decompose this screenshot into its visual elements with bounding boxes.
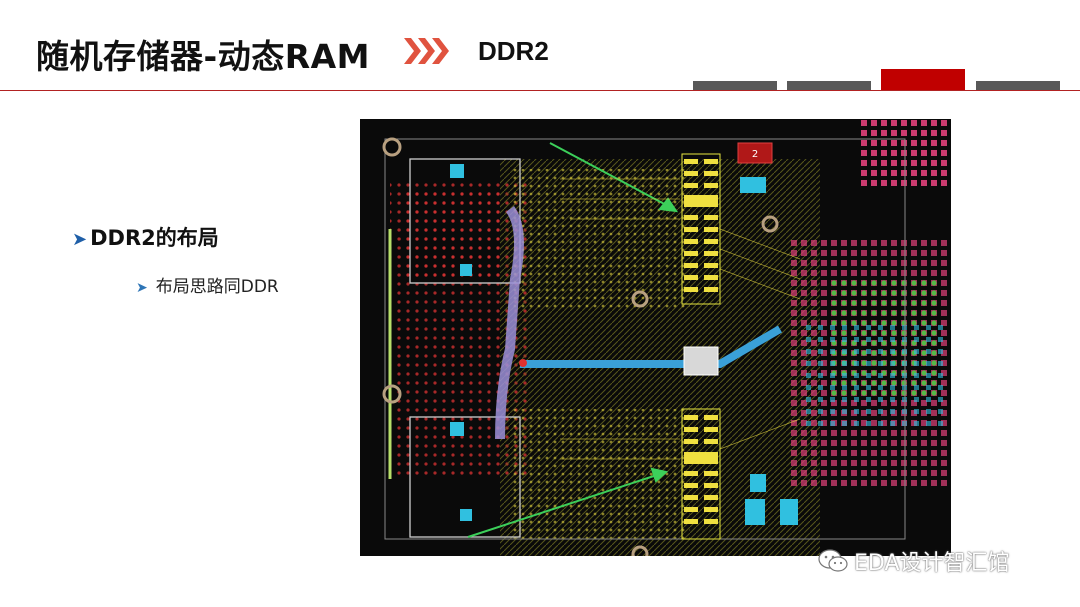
bullet-arrow-icon: ➤ — [72, 229, 88, 250]
header-divider — [0, 90, 1080, 91]
chevron-right-icon — [404, 38, 449, 64]
bullet-main-text: DDR2的布局 — [90, 226, 219, 250]
progress-tab-2 — [787, 81, 871, 90]
bullet-arrow-icon: ➤ — [136, 280, 148, 296]
pcb-layout-image: 2 — [360, 119, 951, 563]
page-title: 随机存储器-动态RAM — [36, 37, 370, 76]
pcb-layout-graphic: 2 — [360, 119, 951, 563]
watermark: EDA设计智汇馆 — [818, 545, 1010, 577]
section-subtitle: DDR2 — [478, 36, 549, 66]
bullet-sub: ➤ 布局思路同DDR — [136, 272, 279, 297]
bullet-main: ➤DDR2的布局 — [72, 222, 219, 252]
wechat-icon — [818, 549, 848, 572]
bullet-sub-text: 布局思路同DDR — [155, 277, 279, 297]
progress-tab-1 — [693, 81, 777, 90]
progress-tab-3-active — [881, 69, 965, 90]
watermark-text: EDA设计智汇馆 — [854, 551, 1010, 576]
pcb-component-label: 2 — [752, 149, 758, 160]
progress-tab-4 — [976, 81, 1060, 90]
